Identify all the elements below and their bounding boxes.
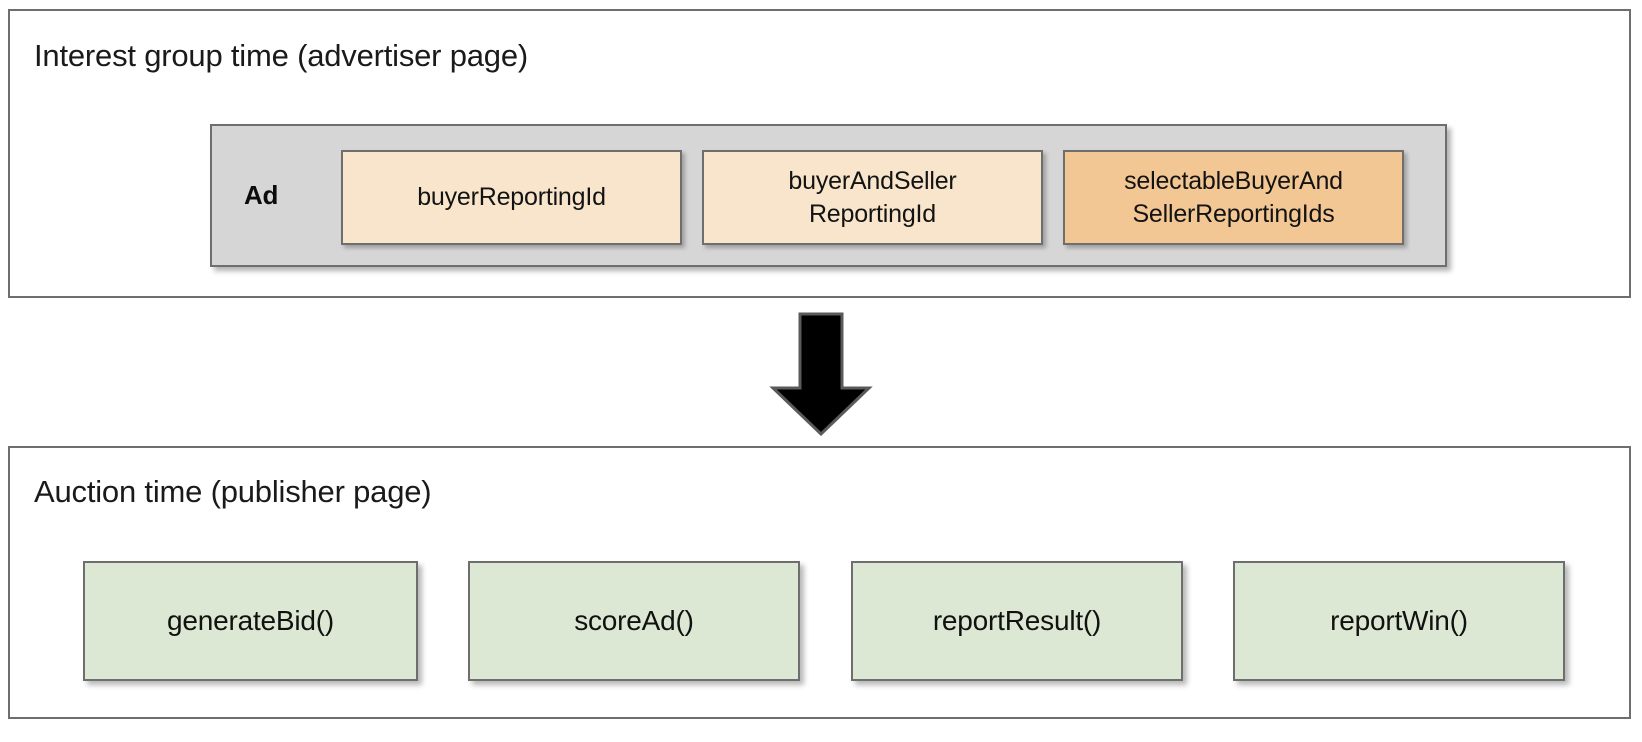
reporting-id-box-selectable-buyer-and-seller-reporting-ids[interactable]: selectableBuyerAnd SellerReportingIds xyxy=(1063,150,1404,245)
ad-label: Ad xyxy=(244,180,279,210)
function-box-label: scoreAd() xyxy=(574,605,694,636)
reporting-id-box-label-line2: ReportingId xyxy=(808,199,937,228)
arrow-down-icon xyxy=(757,312,885,437)
reporting-id-box-buyer-reporting-id[interactable]: buyerReportingId xyxy=(341,150,682,245)
function-box-label: generateBid() xyxy=(166,605,335,636)
auction-panel: Auction time (publisher page) generateBi… xyxy=(8,446,1631,719)
function-box-generate-bid[interactable]: generateBid() xyxy=(83,561,418,681)
advertiser-panel-title: Interest group time (advertiser page) xyxy=(34,38,529,73)
reporting-id-box-label-line1: buyerAndSeller xyxy=(788,166,957,195)
reporting-id-box-buyer-and-seller-reporting-id[interactable]: buyerAndSeller ReportingId xyxy=(702,150,1043,245)
function-box-score-ad[interactable]: scoreAd() xyxy=(468,561,800,681)
function-box-report-result[interactable]: reportResult() xyxy=(851,561,1183,681)
reporting-id-box-label-line2: SellerReportingIds xyxy=(1132,199,1335,228)
function-box-label: reportWin() xyxy=(1330,605,1468,636)
auction-panel-title: Auction time (publisher page) xyxy=(34,474,432,509)
reporting-id-box-label-line1: selectableBuyerAnd xyxy=(1124,166,1343,195)
reporting-id-box-label: buyerReportingId xyxy=(417,183,606,211)
function-box-report-win[interactable]: reportWin() xyxy=(1233,561,1565,681)
advertiser-panel: Interest group time (advertiser page) Ad… xyxy=(8,9,1631,298)
ad-group-container: Ad buyerReportingId buyerAndSeller Repor… xyxy=(210,124,1447,267)
reporting-id-box-label: buyerAndSeller ReportingId xyxy=(788,165,956,231)
function-box-label: reportResult() xyxy=(932,605,1102,636)
reporting-id-box-label: selectableBuyerAnd SellerReportingIds xyxy=(1124,165,1343,231)
